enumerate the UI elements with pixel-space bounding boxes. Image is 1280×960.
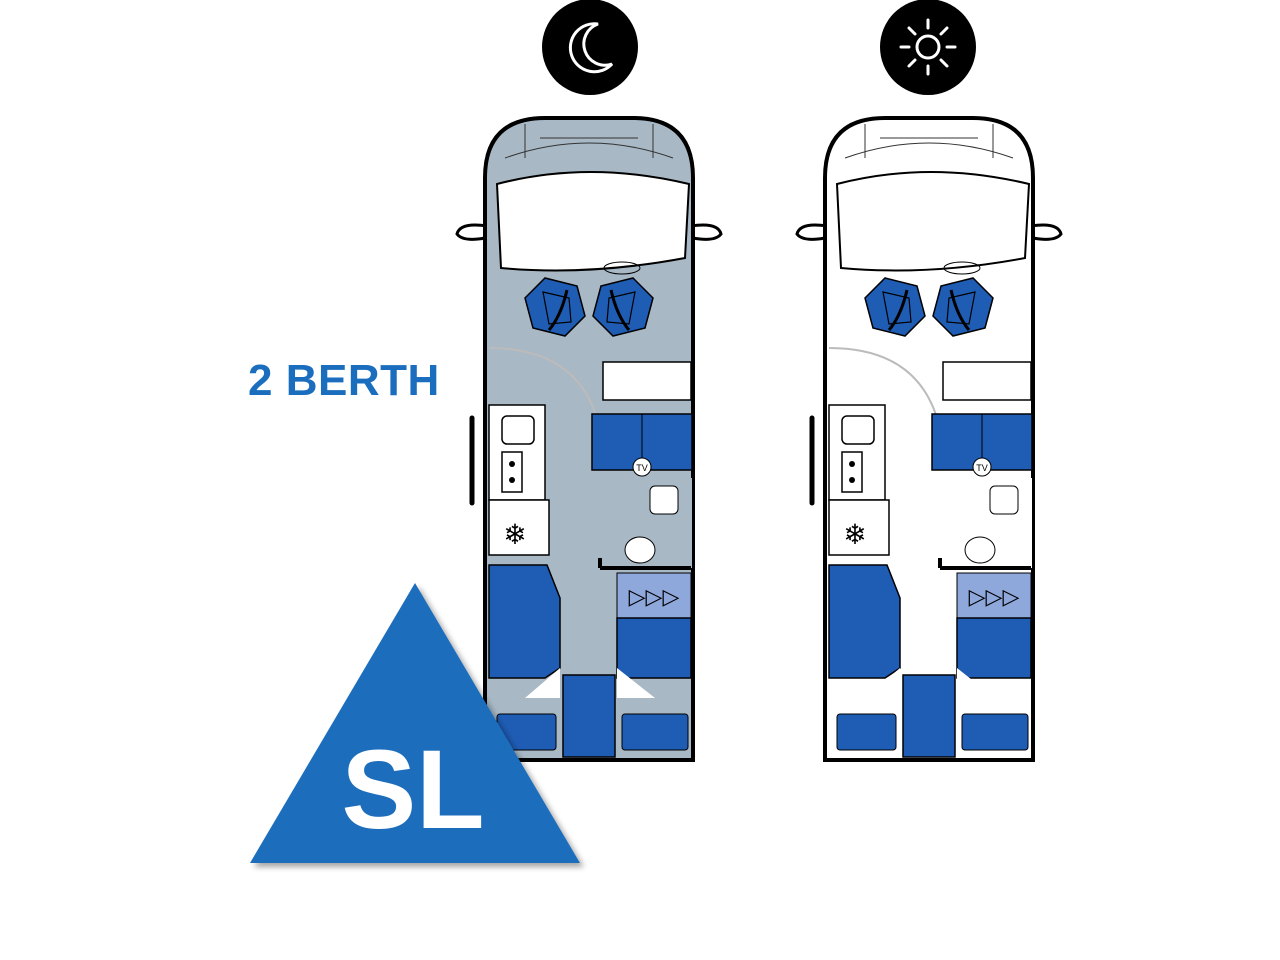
washbasin bbox=[989, 485, 1019, 515]
tv-label: TV bbox=[636, 463, 648, 473]
hanger-icon: ▷▷▷ bbox=[629, 584, 680, 609]
fridge bbox=[828, 499, 890, 556]
hob-icon bbox=[501, 451, 523, 493]
berth-label: 2 BERTH bbox=[248, 356, 440, 405]
pillow bbox=[621, 713, 689, 751]
cab-seat bbox=[864, 277, 926, 337]
table bbox=[602, 361, 692, 401]
pillow bbox=[961, 713, 1029, 751]
bed-left bbox=[488, 564, 561, 679]
pillow bbox=[836, 713, 897, 751]
dashboard bbox=[495, 171, 691, 272]
bed-left bbox=[828, 564, 901, 679]
van-night-layout: ❄ TV ▷▷▷ bbox=[455, 116, 723, 762]
cab-seat bbox=[524, 277, 586, 337]
snowflake-icon: ❄ bbox=[503, 519, 526, 550]
table bbox=[942, 361, 1032, 401]
cab-seat bbox=[592, 277, 654, 337]
mirror-left bbox=[455, 223, 488, 241]
toilet bbox=[964, 536, 996, 564]
bed-right bbox=[616, 617, 692, 679]
mirror-left bbox=[795, 223, 828, 241]
tv-label: TV bbox=[976, 463, 988, 473]
hob-icon bbox=[841, 451, 863, 493]
sink-icon bbox=[501, 415, 535, 445]
cab-seat bbox=[932, 277, 994, 337]
sun-icon[interactable] bbox=[880, 0, 976, 95]
washbasin bbox=[649, 485, 679, 515]
snowflake-icon: ❄ bbox=[843, 519, 866, 550]
hanger-icon: ▷▷▷ bbox=[969, 584, 1020, 609]
van-day-layout: ❄ TV ▷▷▷ bbox=[795, 116, 1063, 762]
bed-right bbox=[956, 617, 1032, 679]
bed-step bbox=[902, 674, 956, 758]
dashboard bbox=[835, 171, 1031, 272]
mirror-right bbox=[690, 223, 723, 241]
bed-step bbox=[562, 674, 616, 758]
toilet bbox=[624, 536, 656, 564]
fridge bbox=[488, 499, 550, 556]
sink-icon bbox=[841, 415, 875, 445]
moon-icon[interactable] bbox=[542, 0, 638, 95]
wardrobe bbox=[956, 572, 1032, 619]
mirror-right bbox=[1030, 223, 1063, 241]
badge-text: SL bbox=[341, 727, 484, 852]
sl-badge: SL bbox=[250, 583, 580, 863]
